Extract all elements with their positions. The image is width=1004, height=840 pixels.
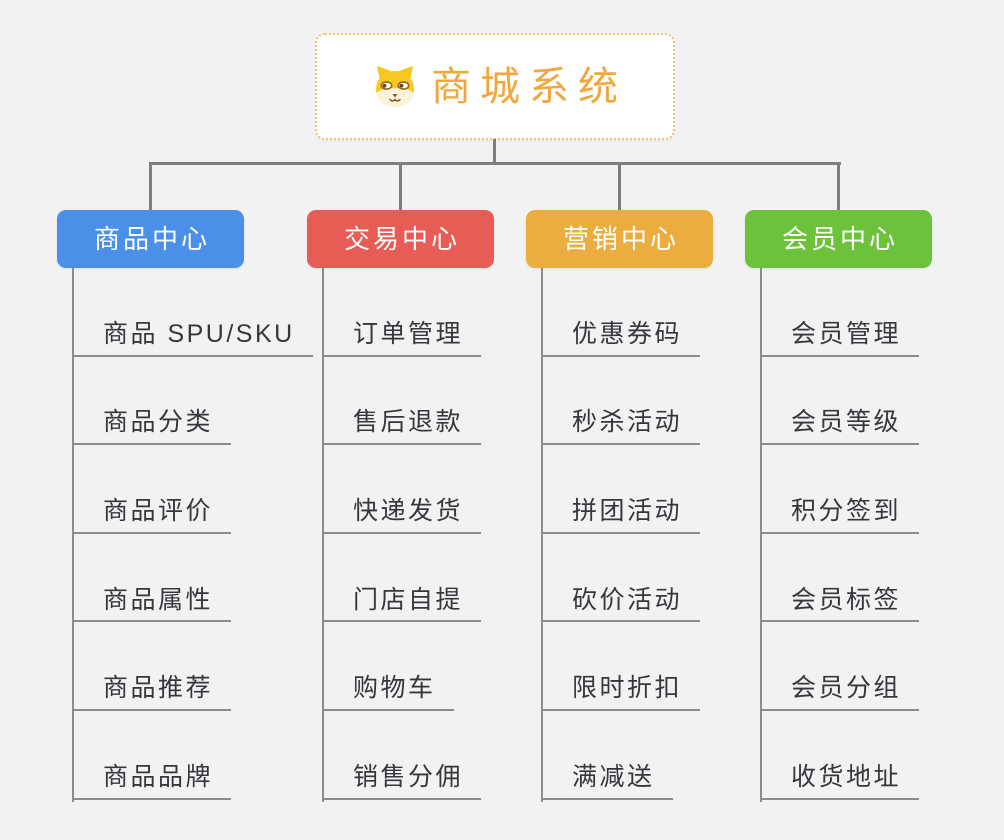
subtopic[interactable]: 限时折扣 [541,622,701,711]
subtopic[interactable]: 积分签到 [760,445,920,534]
branch-column-member: 会员中心 会员管理 会员等级 积分签到 会员标签 会员分组 收货地址 [745,210,975,802]
subtopic[interactable]: 收货地址 [760,711,920,800]
subtopic[interactable]: 商品属性 [72,534,232,623]
subtopic[interactable]: 售后退款 [322,357,482,446]
branch-spine-line [541,268,543,802]
branch-label: 会员中心 [781,224,898,254]
dog-face-icon [376,65,414,107]
subtopic-list: 商品 SPU/SKU 商品分类 商品评价 商品属性 商品推荐 商品品牌 [72,268,313,800]
branch-label: 商品中心 [93,224,210,254]
branch-trade-center[interactable]: 交易中心 [307,210,494,268]
subtopic[interactable]: 商品评价 [72,445,232,534]
subtopic[interactable]: 快递发货 [322,445,482,534]
subtopic[interactable]: 砍价活动 [541,534,701,623]
root-connector-stem [493,139,496,164]
subtopic[interactable]: 会员等级 [760,357,920,446]
branch-product-center[interactable]: 商品中心 [57,210,244,268]
subtopic[interactable]: 商品推荐 [72,622,232,711]
subtopic[interactable]: 商品 SPU/SKU [72,268,313,357]
subtopic[interactable]: 销售分佣 [322,711,482,800]
branch-column-trade: 交易中心 订单管理 售后退款 快递发货 门店自提 购物车 销售分佣 [307,210,537,802]
subtopic-list: 订单管理 售后退款 快递发货 门店自提 购物车 销售分佣 [322,268,482,800]
subtopic[interactable]: 订单管理 [322,268,482,357]
subtopic[interactable]: 门店自提 [322,534,482,623]
subtopic[interactable]: 满减送 [541,711,673,800]
branch-spine-line [322,268,324,802]
subtopic[interactable]: 秒杀活动 [541,357,701,446]
branch-connector-drop [837,163,840,210]
branch-label: 交易中心 [343,224,460,254]
branch-column-product: 商品中心 商品 SPU/SKU 商品分类 商品评价 商品属性 商品推荐 商品品牌 [57,210,313,802]
branch-member-center[interactable]: 会员中心 [745,210,932,268]
subtopic[interactable]: 优惠券码 [541,268,701,357]
subtopic[interactable]: 商品品牌 [72,711,232,800]
branch-label: 营销中心 [562,224,679,254]
branch-spine-line [72,268,74,802]
subtopic[interactable]: 会员分组 [760,622,920,711]
subtopic[interactable]: 会员标签 [760,534,920,623]
branch-connector-drop [149,163,152,210]
subtopic[interactable]: 商品分类 [72,357,232,446]
subtopic[interactable]: 拼团活动 [541,445,701,534]
branch-column-marketing: 营销中心 优惠券码 秒杀活动 拼团活动 砍价活动 限时折扣 满减送 [526,210,756,802]
branch-marketing-center[interactable]: 营销中心 [526,210,713,268]
root-title: 商城系统 [431,64,627,109]
branch-connector-drop [618,163,621,210]
subtopic[interactable]: 购物车 [322,622,454,711]
branch-spine-line [760,268,762,802]
branch-connector-drop [399,163,402,210]
root-topic[interactable]: 商城系统 [315,33,675,140]
branch-connector-bar [149,162,841,165]
subtopic-list: 优惠券码 秒杀活动 拼团活动 砍价活动 限时折扣 满减送 [541,268,701,800]
subtopic[interactable]: 会员管理 [760,268,920,357]
subtopic-list: 会员管理 会员等级 积分签到 会员标签 会员分组 收货地址 [760,268,920,800]
